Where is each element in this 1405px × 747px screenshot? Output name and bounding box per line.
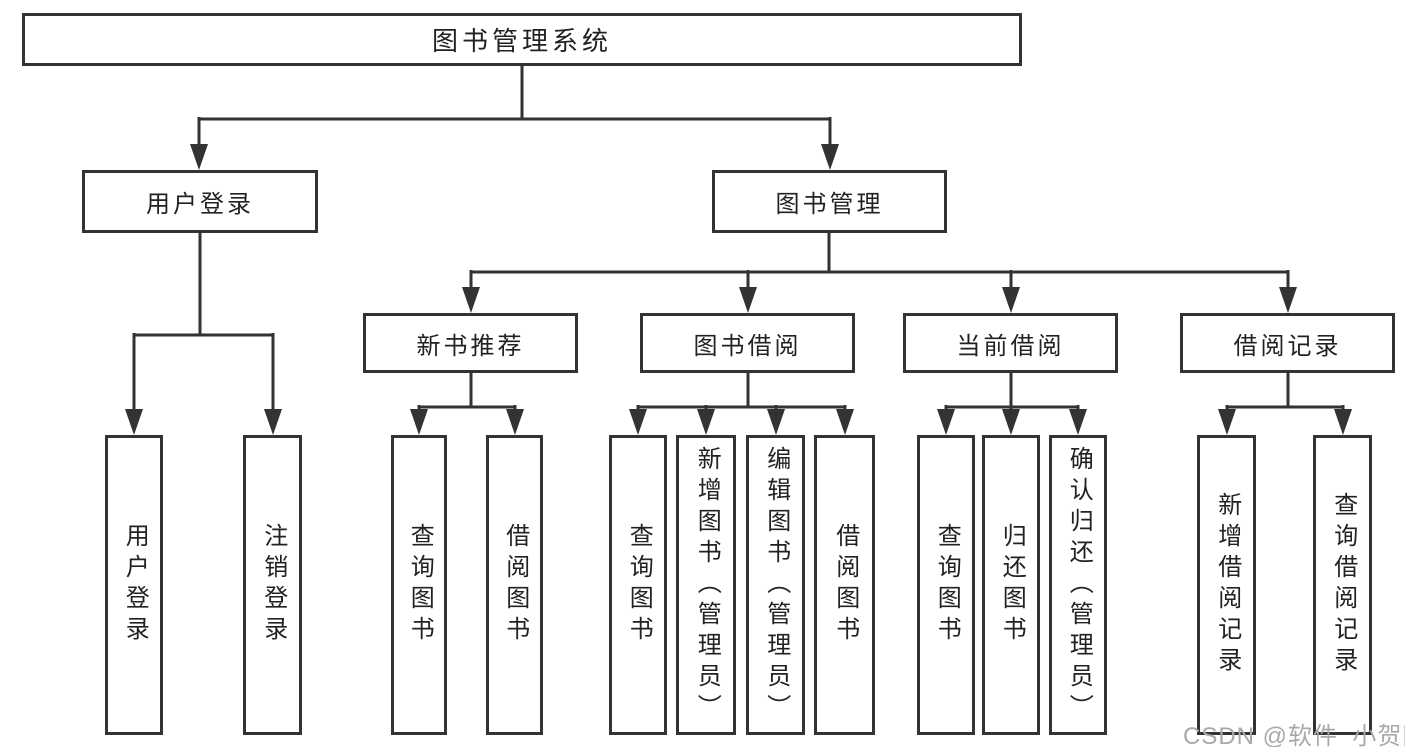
node-label: 注销登录	[259, 523, 287, 647]
arrowhead-icon	[629, 409, 647, 435]
node-label: 查询借阅记录	[1329, 492, 1357, 678]
arrowhead-icon	[821, 144, 839, 170]
leaf-query-books-current: 查询图书	[917, 435, 975, 735]
node-book-management: 图书管理	[712, 170, 947, 233]
node-label: 借阅记录	[1233, 332, 1342, 360]
node-label: 查询图书	[933, 523, 961, 647]
node-new-book-recommendation: 新书推荐	[363, 313, 578, 373]
node-label: 编辑图书（管理员）	[762, 445, 790, 725]
leaf-borrow-books: 借阅图书	[814, 435, 875, 735]
node-library-management-system: 图书管理系统	[22, 13, 1022, 66]
connector-new-book-fan	[410, 373, 524, 435]
arrowhead-icon	[1002, 409, 1020, 435]
leaf-return-books: 归还图书	[982, 435, 1040, 735]
connector-current-borrow-fan	[937, 373, 1087, 435]
arrowhead-icon	[836, 409, 854, 435]
leaf-edit-book-admin: 编辑图书（管理员）	[746, 435, 805, 735]
arrowhead-icon	[506, 409, 524, 435]
arrowhead-icon	[1002, 287, 1020, 313]
node-label: 确认归还（管理员）	[1065, 445, 1093, 725]
leaf-user-login: 用户登录	[105, 435, 163, 735]
node-label: 用户登录	[121, 523, 149, 647]
node-label: 查询图书	[406, 523, 434, 647]
arrowhead-icon	[937, 409, 955, 435]
node-label: 新增图书（管理员）	[693, 445, 721, 725]
node-label: 新书推荐	[416, 332, 525, 360]
arrowhead-icon	[697, 409, 715, 435]
arrowhead-icon	[264, 409, 282, 435]
connector-book-borrow-fan	[629, 373, 854, 435]
node-borrowing-records: 借阅记录	[1180, 313, 1395, 373]
leaf-confirm-return-admin: 确认归还（管理员）	[1049, 435, 1107, 735]
node-label: 图书管理系统	[431, 26, 612, 56]
arrowhead-icon	[767, 409, 785, 435]
node-label: 用户登录	[146, 191, 254, 218]
node-book-borrowing: 图书借阅	[640, 313, 855, 373]
node-label: 当前借阅	[956, 332, 1065, 360]
arrowhead-icon	[462, 287, 480, 313]
node-label: 图书管理	[775, 191, 884, 218]
arrowhead-icon	[410, 409, 428, 435]
csdn-watermark: CSDN @软件_小贺同学	[1183, 723, 1405, 747]
node-label: 归还图书	[998, 523, 1026, 647]
arrowhead-icon	[1218, 409, 1236, 435]
node-label: 查询图书	[625, 523, 653, 647]
node-label: 新增借阅记录	[1213, 492, 1241, 678]
node-label: 借阅图书	[501, 523, 529, 647]
node-user-login: 用户登录	[82, 170, 318, 233]
connector-borrow-records-fan	[1218, 373, 1352, 435]
connector-book-mgmt-to-level3	[462, 233, 1297, 313]
leaf-logout: 注销登录	[243, 435, 302, 735]
arrowhead-icon	[739, 287, 757, 313]
leaf-query-books-borrow: 查询图书	[609, 435, 667, 735]
arrowhead-icon	[1069, 409, 1087, 435]
node-label: 图书借阅	[693, 332, 802, 360]
connector-user-login-to-leaves	[125, 233, 282, 435]
node-current-borrowing: 当前借阅	[903, 313, 1118, 373]
arrowhead-icon	[125, 409, 143, 435]
leaf-add-book-admin: 新增图书（管理员）	[676, 435, 736, 735]
arrowhead-icon	[190, 144, 208, 170]
leaf-query-borrow-record: 查询借阅记录	[1313, 435, 1372, 735]
connector-root-to-level2	[190, 66, 839, 170]
leaf-query-books-recommend: 查询图书	[391, 435, 447, 735]
leaf-borrow-books-recommend: 借阅图书	[486, 435, 543, 735]
leaf-add-borrow-record: 新增借阅记录	[1197, 435, 1256, 735]
node-label: 借阅图书	[831, 523, 859, 647]
arrowhead-icon	[1279, 287, 1297, 313]
arrowhead-icon	[1334, 409, 1352, 435]
